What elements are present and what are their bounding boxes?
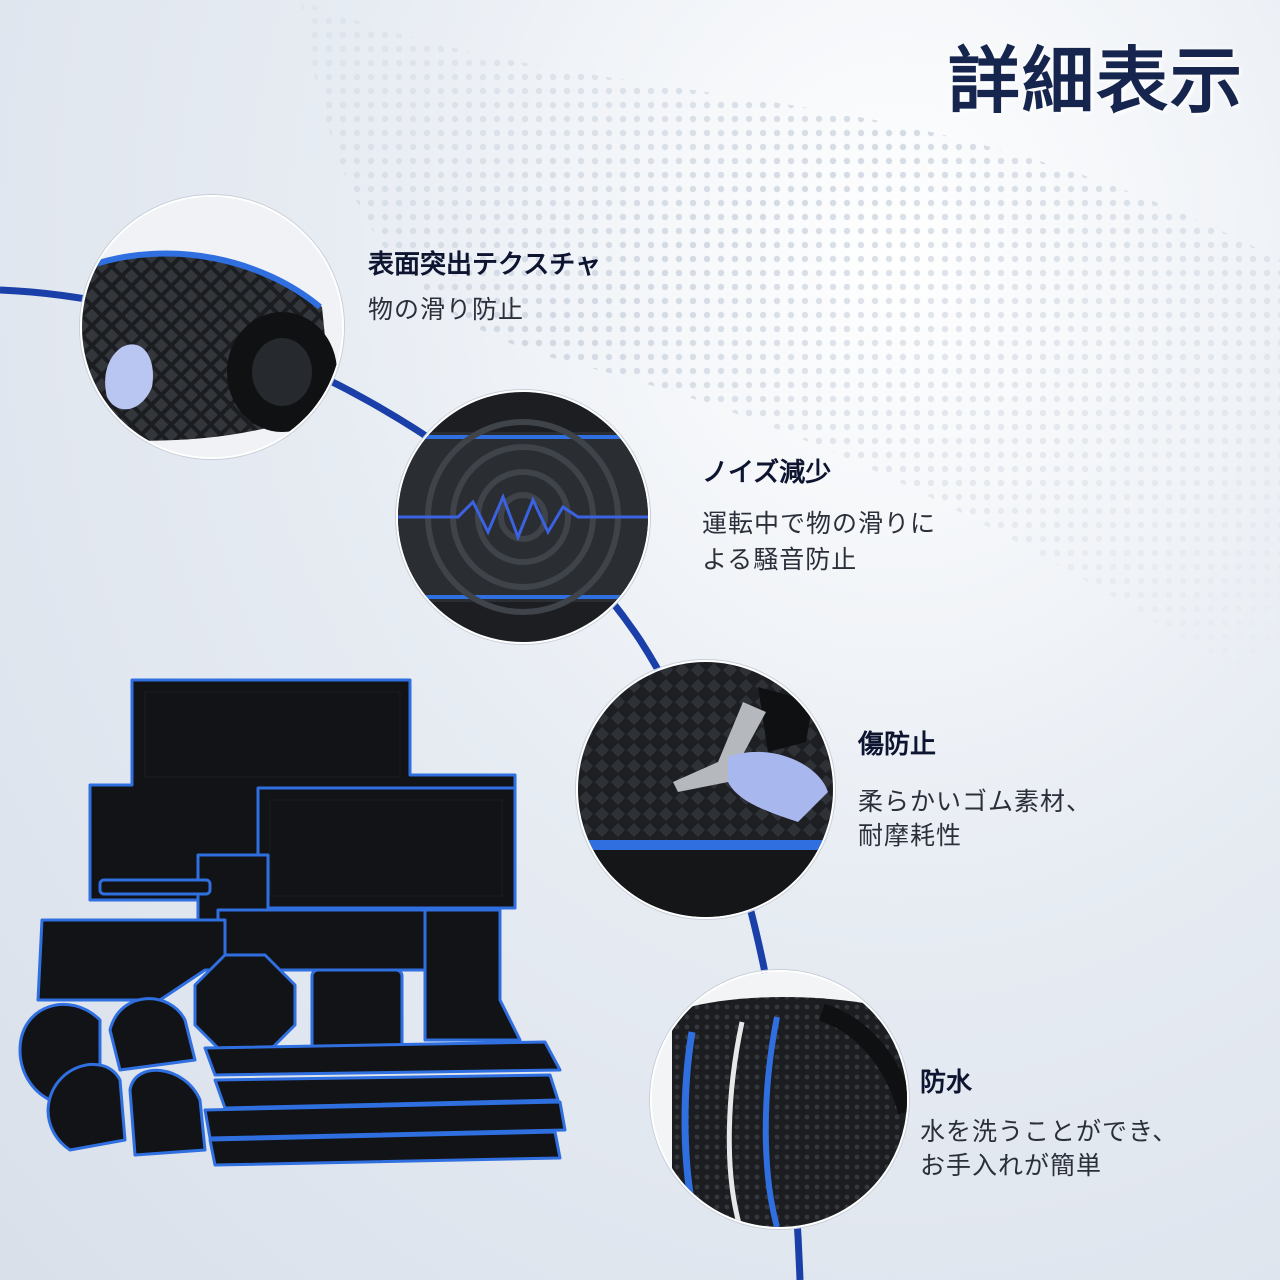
mat-set-product-image (18, 678, 567, 1167)
mat-left-slant (36, 918, 227, 1002)
feature-2-desc-line-2: よる騒音防止 (702, 545, 858, 574)
mat-long-strip-4 (208, 1130, 562, 1167)
feature-1-title: 表面突出テクスチャ (368, 250, 601, 280)
mat-cup-square (310, 968, 404, 1052)
feature-4-title: 防水 (920, 1068, 973, 1098)
noise-wave-closeup (396, 390, 650, 644)
feature-2-desc-line-1: 運転中で物の滑りに (702, 509, 937, 538)
mat-octagon (193, 953, 297, 1057)
feature-4-desc-line-2: お手入れが簡単 (920, 1151, 1103, 1180)
textured-mat-closeup (80, 195, 344, 459)
feature-4-desc-line-1: 水を洗うことができ、 (920, 1117, 1179, 1146)
feature-1-desc-line-1: 物の滑り防止 (368, 295, 525, 324)
mat-wide-middle (256, 786, 517, 910)
mat-long-strip-3 (203, 1100, 567, 1140)
mat-round-3 (46, 1062, 127, 1152)
feature-2-title: ノイズ減少 (702, 458, 832, 488)
feature-3-title: 傷防止 (858, 730, 937, 760)
mat-round-4 (128, 1068, 207, 1157)
mat-thin-strip-1 (98, 878, 212, 896)
feature-3-desc-line-2: 耐摩耗性 (858, 821, 963, 850)
key-on-mat-closeup (576, 660, 835, 919)
mat-long-strip-1 (203, 1040, 562, 1077)
water-drop-closeup (650, 970, 909, 1229)
feature-3-desc-line-1: 柔らかいゴム素材、 (858, 787, 1093, 816)
mat-round-2 (108, 997, 197, 1072)
mat-right-tall (423, 908, 522, 1042)
page-title: 詳細表示 (947, 38, 1244, 123)
mat-long-strip-2 (213, 1073, 560, 1110)
